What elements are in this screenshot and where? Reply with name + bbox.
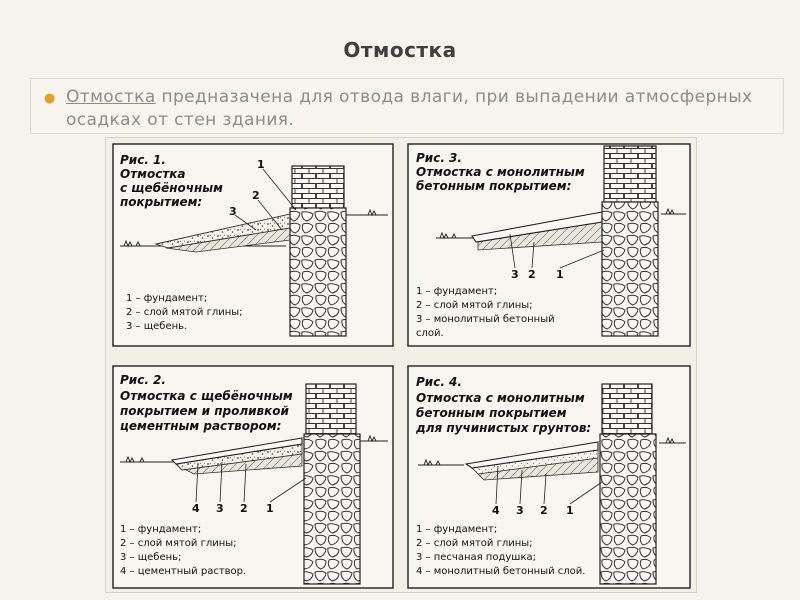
fig2-leader-lines bbox=[195, 461, 307, 503]
fig1-legend-3: 3 – щебень. bbox=[126, 321, 187, 332]
fig4-leader-lines bbox=[495, 465, 603, 505]
fig1-legend-1: 1 – фундамент; bbox=[126, 293, 207, 304]
fig3-title-line-3: бетонным покрытием: bbox=[416, 179, 571, 193]
fig4-title-line-3: бетонным покрытием bbox=[416, 406, 567, 420]
fig1-legend-2: 2 – слой мятой глины; bbox=[126, 307, 243, 318]
fig3-number-3: 3 bbox=[511, 268, 519, 281]
fig4-brick-wall bbox=[601, 383, 653, 435]
fig3-leader-lines bbox=[509, 233, 605, 269]
fig3-legend-2: 2 – слой мятой глины; bbox=[416, 300, 533, 311]
fig3-grass bbox=[439, 207, 675, 240]
fig4-ground-line bbox=[418, 442, 686, 466]
figure-1: Рис. 1. Отмостка с щебёночным покрытием:… bbox=[112, 143, 394, 347]
fig3-brick-wall bbox=[603, 145, 657, 203]
fig3-number-1: 1 bbox=[556, 268, 564, 281]
bullet-box bbox=[30, 78, 784, 134]
bullet-icon: ● bbox=[44, 91, 56, 106]
fig4-concrete-layer bbox=[464, 441, 599, 469]
fig1-title-line-4: покрытием: bbox=[120, 195, 202, 209]
fig2-number-1: 1 bbox=[266, 502, 274, 515]
fig2-legend-2: 2 – слой мятой глины; bbox=[120, 538, 237, 549]
fig4-legend-1: 1 – фундамент; bbox=[416, 524, 497, 535]
otmostka-link[interactable]: Отмостка bbox=[66, 87, 156, 107]
fig1-title-line-1: Рис. 1. bbox=[120, 153, 166, 167]
fig1-number-3: 3 bbox=[229, 205, 237, 218]
fig3-legend-4: слой. bbox=[416, 328, 444, 339]
fig4-foundation bbox=[599, 433, 657, 585]
fig2-legend-1: 1 – фундамент; bbox=[120, 524, 201, 535]
fig2-legend-3: 3 – щебень; bbox=[120, 552, 181, 563]
fig4-title-line-1: Рис. 4. bbox=[416, 375, 462, 389]
fig1-number-2: 2 bbox=[252, 189, 260, 202]
fig4-number-3: 3 bbox=[516, 504, 524, 517]
fig2-cement-layer bbox=[170, 437, 303, 465]
fig2-brick-wall bbox=[305, 383, 357, 435]
fig4-grass bbox=[423, 436, 675, 467]
fig1-foundation bbox=[289, 207, 347, 337]
fig2-foundation bbox=[303, 433, 361, 585]
fig4-number-4: 4 bbox=[492, 504, 500, 517]
fig1-number-1: 1 bbox=[257, 158, 265, 171]
fig3-legend-3: 3 – монолитный бетонный bbox=[416, 314, 555, 325]
fig2-grass bbox=[125, 434, 377, 464]
fig1-brick-wall bbox=[291, 165, 345, 209]
slide-title: Отмостка bbox=[343, 38, 457, 62]
fig2-title-line-2: Отмостка с щебёночным bbox=[120, 389, 293, 403]
fig2-number-2: 2 bbox=[240, 502, 248, 515]
fig3-title-line-1: Рис. 3. bbox=[416, 151, 462, 165]
fig1-leader-lines bbox=[234, 168, 297, 231]
fig4-legend-2: 2 – слой мятой глины; bbox=[416, 538, 533, 549]
fig1-title-line-2: Отмостка bbox=[120, 167, 186, 181]
fig2-legend-4: 4 – цементный раствор. bbox=[120, 566, 246, 577]
fig4-number-2: 2 bbox=[540, 504, 548, 517]
fig1-title-line-3: с щебёночным bbox=[120, 181, 223, 195]
fig2-ground-line bbox=[120, 440, 388, 463]
fig2-title-line-4: цементным раствором: bbox=[120, 419, 281, 433]
fig4-legend-3: 3 – песчаная подушка; bbox=[416, 552, 536, 563]
fig2-title-line-3: покрытием и проливкой bbox=[120, 404, 290, 418]
fig4-number-1: 1 bbox=[566, 504, 574, 517]
figures-svg: Рис. 1. Отмостка с щебёночным покрытием:… bbox=[112, 143, 691, 589]
figure-3: Рис. 3. Отмостка с монолитным бетонным п… bbox=[407, 143, 691, 347]
fig3-foundation bbox=[601, 201, 659, 337]
fig2-number-3: 3 bbox=[216, 502, 224, 515]
bullet-body-text: предназачена для отвода влаги, при выпад… bbox=[66, 87, 753, 130]
fig4-title-line-2: Отмостка с монолитным bbox=[416, 391, 585, 405]
figure-4: Рис. 4. Отмостка с монолитным бетонным п… bbox=[407, 365, 691, 589]
figure-sheet: Рис. 1. Отмостка с щебёночным покрытием:… bbox=[105, 137, 697, 593]
fig2-number-4: 4 bbox=[192, 502, 200, 515]
fig3-number-2: 2 bbox=[528, 268, 536, 281]
fig2-title-line-1: Рис. 2. bbox=[120, 373, 166, 387]
figure-2: Рис. 2. Отмостка с щебёночным покрытием … bbox=[112, 365, 394, 589]
fig4-legend-4: 4 – монолитный бетонный слой. bbox=[416, 566, 585, 577]
fig4-title-line-4: для пучинистых грунтов: bbox=[415, 421, 591, 435]
fig3-title-line-2: Отмостка с монолитным bbox=[416, 165, 585, 179]
bullet-paragraph: Отмостка предназачена для отвода влаги, … bbox=[66, 86, 766, 132]
fig3-legend-1: 1 – фундамент; bbox=[416, 286, 497, 297]
fig1-grass bbox=[123, 208, 377, 248]
